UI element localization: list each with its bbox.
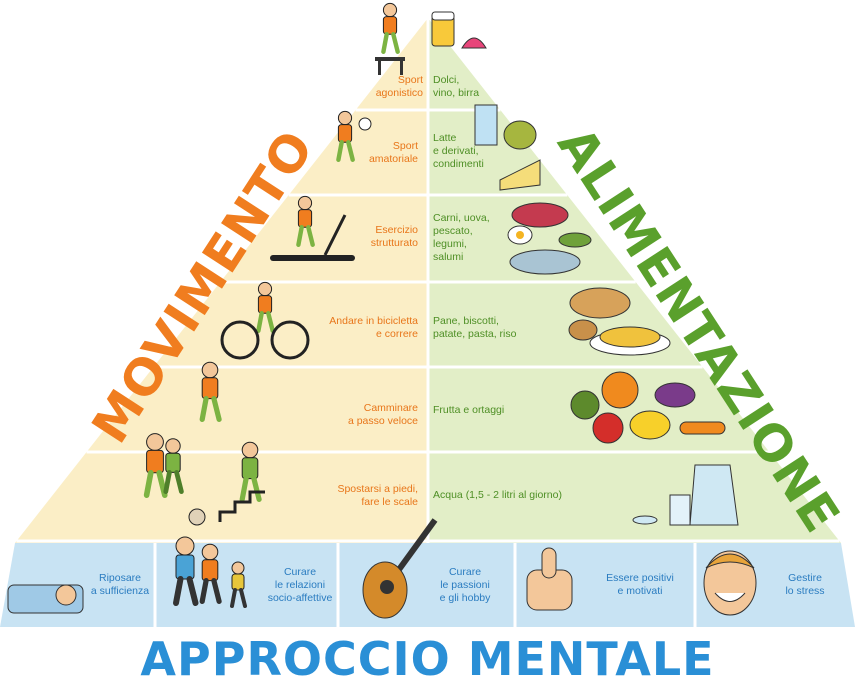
fruit-vegetables-icon <box>570 371 726 444</box>
sleeping-person-icon <box>7 584 84 614</box>
nutrition-label-5: Frutta e ortaggi <box>433 404 505 416</box>
treadmill-runner-icon <box>270 195 355 261</box>
family-icon <box>173 536 247 608</box>
meat-fish-eggs-icon <box>507 202 592 275</box>
nutrition-label-4: Pane, biscotti,patate, pasta, riso <box>433 315 517 340</box>
movement-label-6: Spostarsi a piedi,fare le scale <box>337 483 418 508</box>
nutrition-label-6: Acqua (1,5 - 2 litri al giorno) <box>433 489 562 501</box>
water-jug-icon <box>632 464 739 526</box>
family-stairs-icon <box>143 433 265 526</box>
walker-icon <box>199 361 222 423</box>
soccer-player-icon <box>336 110 372 162</box>
nutrition-label-1: Dolci,vino, birra <box>433 74 480 99</box>
thumbs-up-icon <box>526 547 573 611</box>
mental-approach-title: APPROCCIO MENTALE <box>140 632 715 686</box>
smiling-face-icon <box>703 550 757 616</box>
hurdle-runner-icon <box>375 2 405 75</box>
guitar-icon <box>362 518 438 619</box>
cyclist-icon <box>220 281 310 360</box>
beer-cake-icon <box>431 11 487 49</box>
milk-cheese-icon <box>474 104 541 191</box>
nutrition-label-3: Carni, uova,pescato,legumi,salumi <box>433 212 490 263</box>
bread-pasta-icon <box>568 287 671 356</box>
